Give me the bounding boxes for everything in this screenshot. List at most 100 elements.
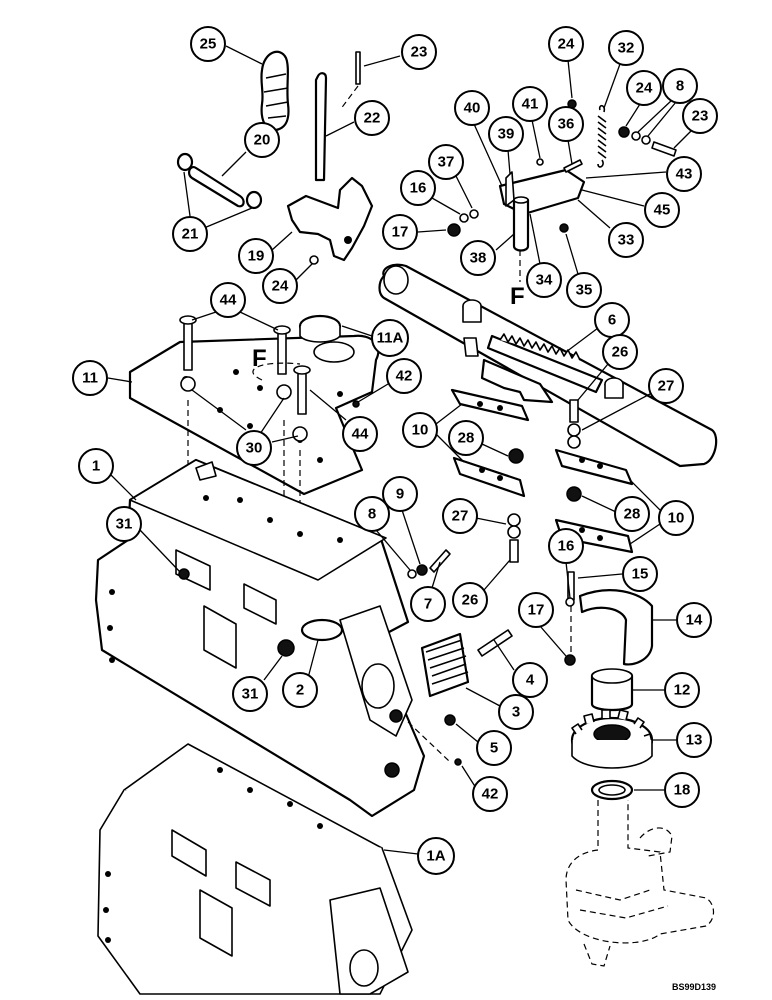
callout-43[interactable]: 43 (585, 156, 702, 192)
svg-text:23: 23 (411, 44, 428, 61)
callout-1A[interactable]: 1A (383, 837, 455, 875)
svg-text:15: 15 (632, 566, 649, 583)
spring (597, 104, 607, 168)
callout-10-left[interactable]: 10 (402, 403, 465, 463)
pin-23 (355, 51, 361, 85)
callout-20[interactable]: 20 (221, 122, 280, 177)
svg-text:28: 28 (458, 430, 475, 447)
svg-text:26: 26 (612, 344, 629, 361)
callout-44-lower[interactable]: 44 (309, 389, 378, 452)
callout-45[interactable]: 45 (581, 189, 680, 228)
callout-34[interactable]: 34 (526, 213, 562, 298)
callout-38[interactable]: 38 (460, 233, 515, 276)
detent-bracket-arm (505, 171, 515, 207)
callout-27-lower[interactable]: 27 (442, 498, 507, 534)
callout-2[interactable]: 2 (282, 639, 319, 708)
callout-7[interactable]: 7 (410, 561, 446, 622)
callout-1[interactable]: 1 (78, 448, 137, 501)
shift-rail-rack (486, 334, 604, 394)
callout-33[interactable]: 33 (577, 199, 644, 258)
shim-middle-left (452, 456, 526, 498)
callout-40[interactable]: 40 (454, 90, 503, 187)
callout-41[interactable]: 41 (512, 86, 548, 159)
callout-39[interactable]: 39 (488, 116, 524, 175)
svg-text:34: 34 (536, 272, 553, 289)
svg-text:18: 18 (674, 782, 691, 799)
callout-28-lower[interactable]: 28 (581, 495, 650, 532)
alt-frame-hole (105, 871, 111, 877)
svg-text:17: 17 (528, 602, 545, 619)
callout-11A[interactable]: 11A (341, 319, 409, 357)
callout-30[interactable]: 30 (191, 389, 299, 466)
alternate-frame-1A (97, 743, 413, 995)
callout-37[interactable]: 37 (428, 144, 473, 209)
rail-stub (463, 337, 479, 357)
washer-8-right-b (641, 135, 651, 145)
callout-31-upper[interactable]: 31 (106, 506, 181, 573)
callout-8-lower[interactable]: 8 (354, 496, 411, 571)
callout-15[interactable]: 15 (577, 556, 658, 592)
bolt-44-left (183, 319, 193, 371)
callout-17-upper[interactable]: 17 (382, 214, 447, 250)
callout-23[interactable]: 23 (363, 34, 437, 70)
callout-4[interactable]: 4 (493, 639, 548, 698)
callout-22[interactable]: 22 (325, 100, 390, 137)
gear-side (571, 740, 653, 769)
washer-41 (536, 158, 544, 166)
callout-16-upper[interactable]: 16 (400, 170, 461, 215)
callout-28-upper[interactable]: 28 (448, 420, 509, 457)
callout-23-right[interactable]: 23 (673, 98, 718, 149)
main-frame-window-left (175, 549, 211, 591)
main-frame-top (129, 459, 387, 581)
callout-24-lever[interactable]: 24 (262, 263, 313, 304)
callout-18[interactable]: 18 (634, 772, 700, 808)
nut-17a (447, 223, 461, 237)
callout-11[interactable]: 11 (72, 360, 133, 396)
callout-17-lower[interactable]: 17 (518, 592, 567, 657)
svg-text:30: 30 (246, 440, 263, 457)
damper-pad-ribs (425, 639, 469, 685)
callout-3[interactable]: 3 (465, 687, 534, 730)
callout-44-upper[interactable]: 44 (191, 282, 279, 331)
callout-5[interactable]: 5 (455, 723, 512, 766)
washer-16a (459, 213, 469, 223)
callout-31-lower[interactable]: 31 (232, 655, 283, 712)
callout-26-upper[interactable]: 26 (577, 334, 638, 401)
callout-24-top[interactable]: 24 (548, 26, 584, 99)
svg-text:36: 36 (558, 116, 575, 133)
callout-35[interactable]: 35 (565, 233, 602, 308)
svg-text:16: 16 (558, 538, 575, 555)
callout-32[interactable]: 32 (603, 30, 644, 109)
washer-30c (292, 426, 308, 442)
svg-text:7: 7 (424, 596, 432, 613)
steering-spindle-phantom (565, 800, 715, 967)
callout-14[interactable]: 14 (652, 602, 712, 638)
plate-hole (317, 457, 323, 463)
callout-26-lower[interactable]: 26 (452, 559, 511, 618)
callout-25[interactable]: 25 (190, 26, 263, 65)
callout-42-upper[interactable]: 42 (357, 358, 422, 403)
callout-21[interactable]: 21 (172, 171, 253, 252)
callout-6[interactable]: 6 (565, 302, 630, 353)
callout-42-lower[interactable]: 42 (461, 765, 508, 812)
callout-8-right[interactable]: 8 (637, 68, 698, 137)
svg-text:10: 10 (412, 422, 429, 439)
alt-frame-bore (349, 949, 379, 987)
callout-24-right[interactable]: 24 (625, 70, 662, 127)
callout-19[interactable]: 19 (238, 231, 293, 274)
callout-12[interactable]: 12 (632, 672, 700, 708)
callout-13[interactable]: 13 (652, 722, 712, 758)
svg-text:3: 3 (512, 704, 520, 721)
pivot-pin (187, 166, 245, 208)
callout-16-lower[interactable]: 16 (548, 528, 584, 599)
callout-10-right[interactable]: 10 (629, 479, 694, 545)
svg-text:32: 32 (618, 40, 635, 57)
callout-27-upper[interactable]: 27 (581, 368, 684, 431)
svg-text:4: 4 (526, 672, 535, 689)
svg-text:31: 31 (116, 516, 133, 533)
retaining-ring-left (176, 152, 194, 172)
bolt-26b (509, 539, 519, 563)
callout-9[interactable]: 9 (382, 476, 421, 565)
svg-text:19: 19 (248, 248, 265, 265)
callout-36[interactable]: 36 (548, 106, 584, 165)
